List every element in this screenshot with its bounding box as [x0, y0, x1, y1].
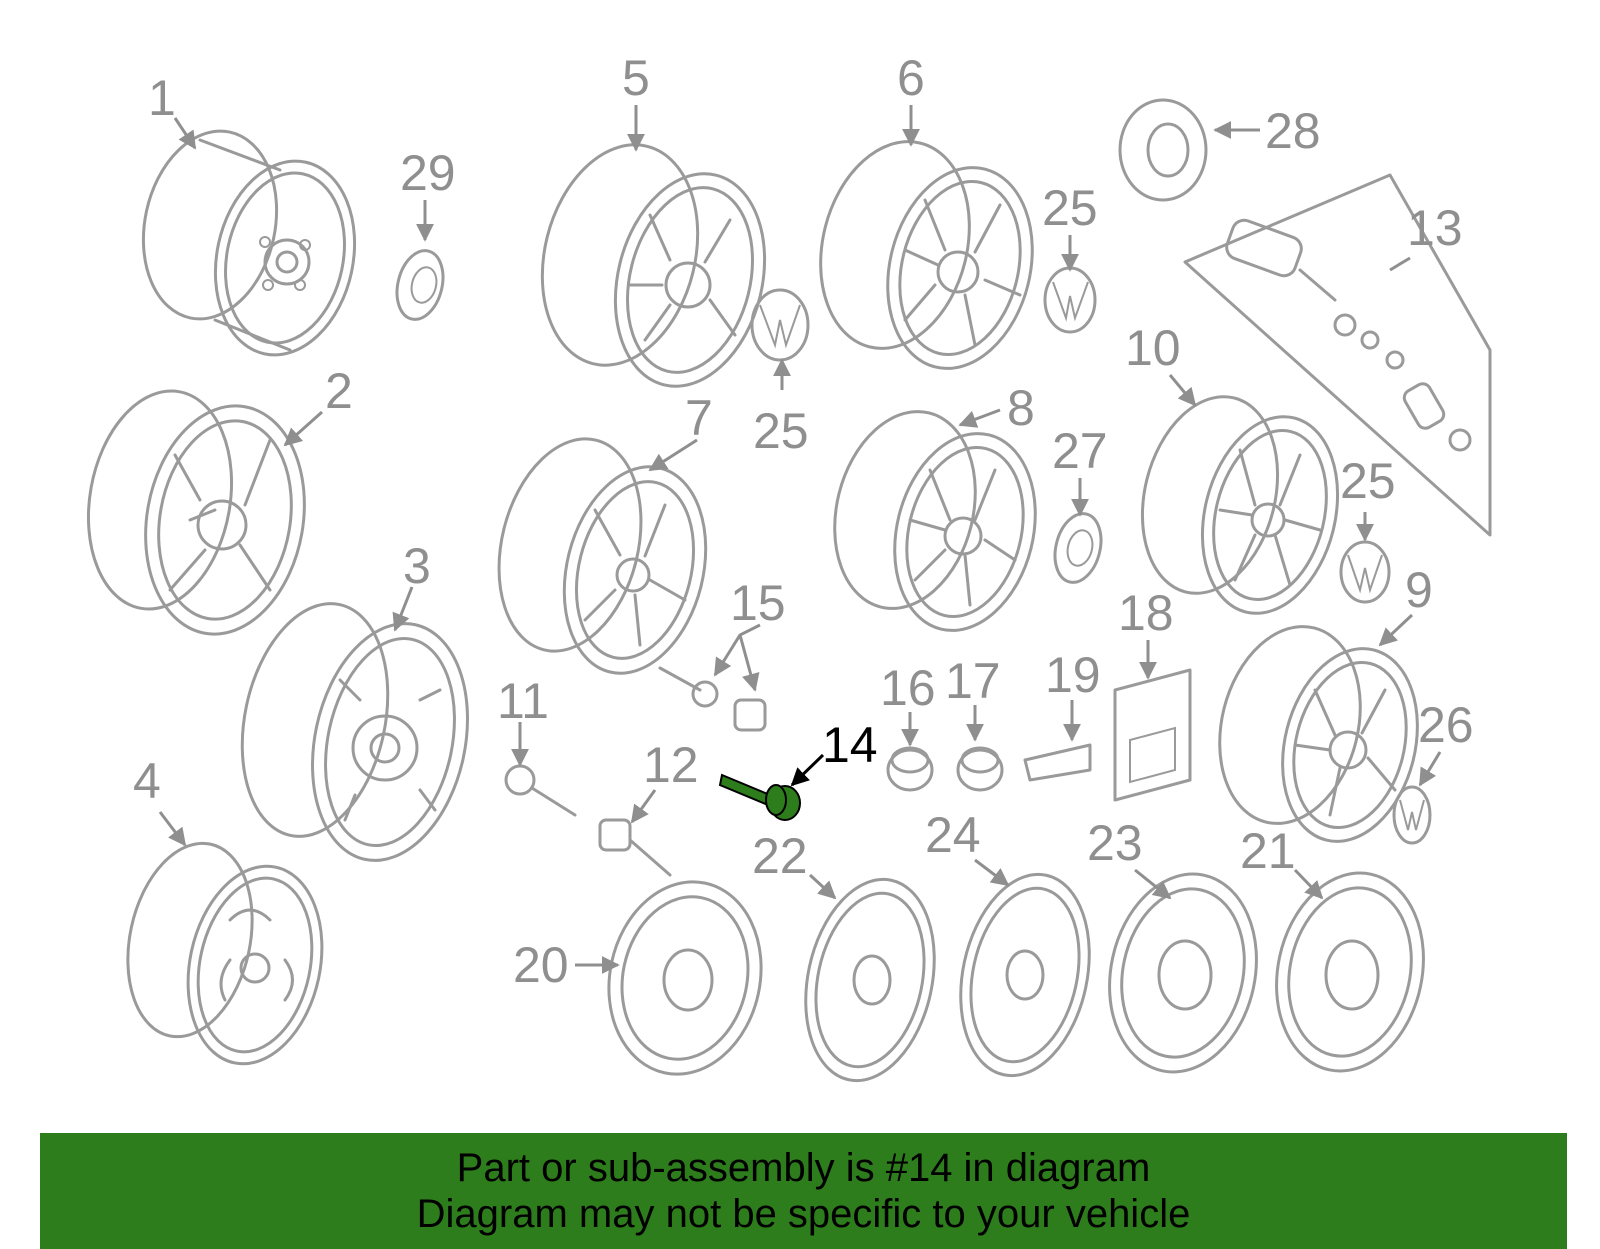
part-20-wheel-cover[interactable] [591, 868, 778, 1089]
label-5: 5 [622, 50, 650, 106]
label-15: 15 [730, 575, 786, 631]
label-14: 14 [822, 717, 878, 773]
label-24: 24 [925, 807, 981, 863]
label-10: 10 [1125, 320, 1181, 376]
label-1: 1 [148, 70, 176, 126]
part-11-valve-stem[interactable] [504, 764, 577, 817]
label-22: 22 [752, 828, 808, 884]
part-13-tpms-sensor-kit[interactable] [1183, 173, 1492, 537]
part-4-alloy-wheel[interactable] [111, 832, 339, 1077]
part-number-labels: 1 2 3 4 5 6 7 8 9 10 11 12 13 14 15 16 1… [133, 50, 1474, 993]
label-12: 12 [643, 737, 699, 793]
part-27-center-cap[interactable] [1048, 509, 1108, 588]
part-8-alloy-wheel[interactable] [815, 397, 1055, 646]
label-25-a: 25 [753, 403, 809, 459]
part-22-wheel-cover[interactable] [788, 867, 952, 1092]
part-26-center-cap[interactable] [1392, 785, 1432, 845]
part-29-center-cap[interactable] [390, 246, 450, 325]
footer-line-2: Diagram may not be specific to your vehi… [416, 1192, 1191, 1236]
part-3-alloy-wheel[interactable] [222, 590, 488, 875]
part-14-highlighted-bolt[interactable] [718, 773, 801, 821]
part-28-center-cap[interactable] [1118, 98, 1208, 202]
part-1-steel-wheel[interactable] [127, 119, 372, 368]
label-27: 27 [1052, 423, 1108, 479]
label-17: 17 [945, 653, 1001, 709]
label-3: 3 [403, 538, 431, 594]
label-26: 26 [1418, 697, 1474, 753]
label-11: 11 [497, 673, 549, 729]
footer-banner: Part or sub-assembly is #14 in diagram D… [40, 1133, 1567, 1249]
label-16: 16 [880, 660, 936, 716]
label-6: 6 [897, 50, 925, 106]
label-18: 18 [1118, 585, 1174, 641]
label-9: 9 [1405, 562, 1433, 618]
label-19: 19 [1045, 647, 1101, 703]
part-5-alloy-wheel[interactable] [520, 128, 786, 402]
label-21: 21 [1240, 823, 1296, 879]
label-13: 13 [1407, 200, 1463, 256]
footer-line-1: Part or sub-assembly is #14 in diagram [456, 1146, 1151, 1190]
label-20: 20 [513, 937, 569, 993]
label-28: 28 [1265, 103, 1321, 159]
label-23: 23 [1087, 815, 1143, 871]
part-25-center-cap-c[interactable] [1339, 540, 1391, 604]
part-15-bolt-and-nut[interactable] [658, 666, 767, 732]
part-12-tpms-valve[interactable] [598, 818, 672, 877]
label-25-c: 25 [1340, 453, 1396, 509]
part-17-lug-nut-cap[interactable] [956, 746, 1004, 792]
leaders [158, 105, 1442, 974]
label-8: 8 [1007, 380, 1035, 436]
label-4: 4 [133, 753, 161, 809]
label-2: 2 [325, 363, 353, 419]
label-7: 7 [685, 390, 713, 446]
part-25-center-cap-b[interactable] [1043, 266, 1097, 334]
part-21-wheel-cover[interactable] [1259, 859, 1441, 1085]
part-2-alloy-wheel[interactable] [72, 380, 322, 647]
part-19-tool[interactable] [1023, 743, 1092, 782]
part-24-wheel-cover[interactable] [943, 862, 1107, 1087]
part-18-label[interactable] [1113, 668, 1192, 802]
part-16-lug-nut-cap[interactable] [886, 746, 934, 792]
label-29: 29 [400, 145, 456, 201]
part-7-alloy-wheel[interactable] [478, 424, 726, 689]
part-9-alloy-wheel[interactable] [1200, 612, 1437, 856]
part-10-alloy-wheel[interactable] [1123, 382, 1358, 628]
part-25-center-cap-a[interactable] [750, 288, 810, 362]
part-6-alloy-wheel[interactable] [800, 126, 1053, 384]
part-23-wheel-cover[interactable] [1092, 860, 1274, 1086]
label-25-b: 25 [1042, 180, 1098, 236]
